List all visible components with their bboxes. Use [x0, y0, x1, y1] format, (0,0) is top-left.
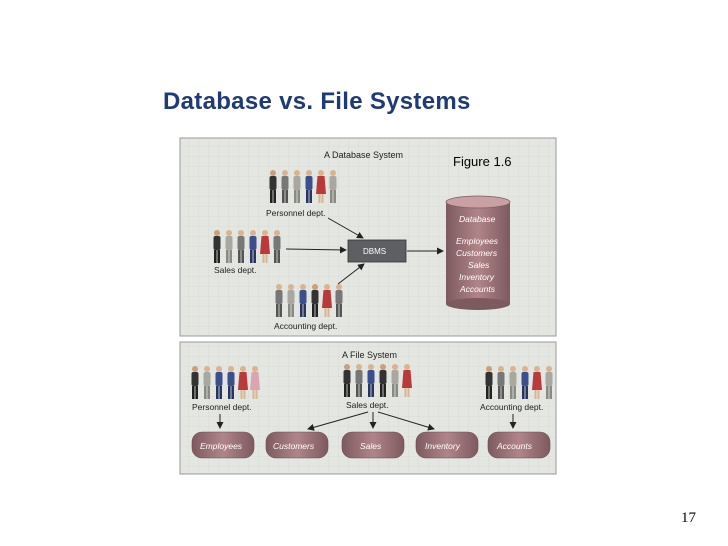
- file-customers: Customers: [265, 431, 329, 459]
- database-item-employees: Employees: [456, 236, 499, 246]
- fs-sales-dept-label: Sales dept.: [346, 400, 389, 410]
- database-item-accounts: Accounts: [459, 284, 496, 294]
- personnel-dept-label: Personnel dept.: [266, 208, 326, 218]
- dbms-label: DBMS: [363, 247, 386, 256]
- file-sales: Sales: [341, 431, 405, 459]
- database-system-arrows: [285, 217, 444, 285]
- fs-personnel-dept-label: Personnel dept.: [192, 402, 252, 412]
- slide-title: Database vs. File Systems: [163, 88, 471, 115]
- figure-database-vs-file-system: A Database System Figure 1.6 Personnel d…: [178, 136, 558, 476]
- file-customers-label: Customers: [273, 441, 315, 451]
- file-system-title: A File System: [342, 350, 397, 360]
- fs-accounting-dept-label: Accounting dept.: [480, 402, 543, 412]
- sales-dept-label: Sales dept.: [214, 265, 257, 275]
- figure-reference: Figure 1.6: [453, 154, 512, 169]
- file-employees-label: Employees: [200, 441, 243, 451]
- dbms-box: DBMS: [347, 239, 407, 263]
- database-system-title: A Database System: [324, 150, 403, 160]
- database-item-sales: Sales: [468, 260, 490, 270]
- database-item-customers: Customers: [456, 248, 498, 258]
- file-employees: Employees: [191, 431, 255, 459]
- accounting-dept-label: Accounting dept.: [274, 321, 337, 331]
- database-system-panel: A Database System Figure 1.6 Personnel d…: [179, 137, 557, 337]
- page-number: 17: [681, 510, 696, 526]
- file-sales-label: Sales: [360, 441, 382, 451]
- database-title: Database: [459, 214, 496, 224]
- file-system-arrows: [216, 411, 517, 431]
- database-cylinder: Database Employees Customers Sales Inven…: [445, 195, 511, 310]
- database-item-inventory: Inventory: [459, 272, 495, 282]
- file-accounts: Accounts: [487, 431, 551, 459]
- file-accounts-label: Accounts: [496, 441, 533, 451]
- file-inventory-label: Inventory: [425, 441, 461, 451]
- file-system-panel: A File System Personnel dept. Sales dept…: [179, 341, 557, 475]
- file-inventory: Inventory: [415, 431, 479, 459]
